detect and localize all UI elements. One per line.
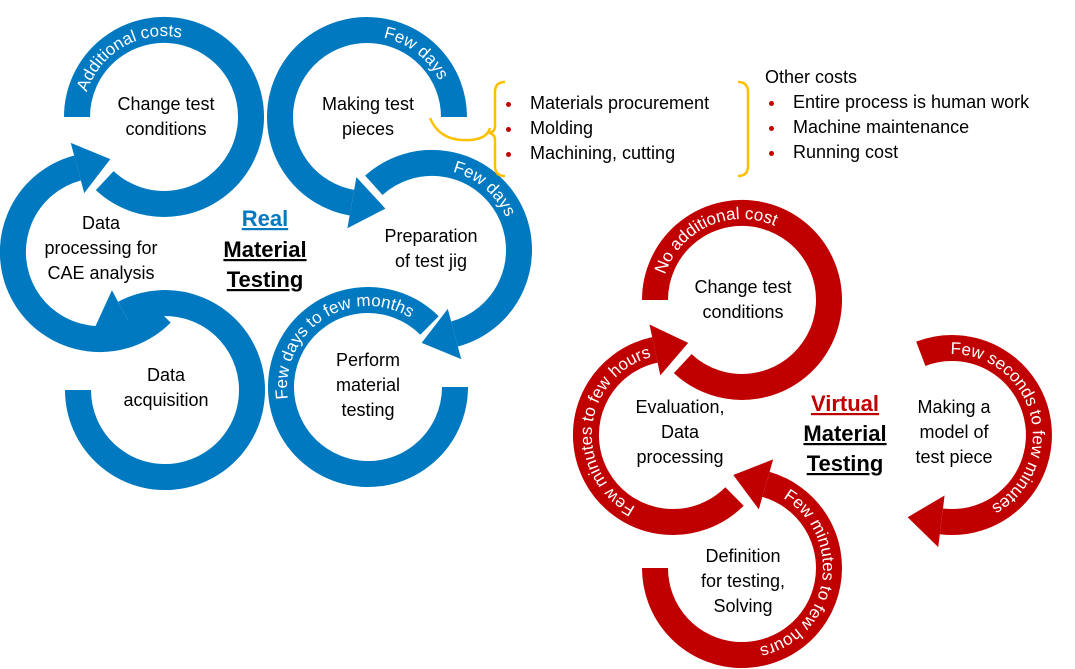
- step-label: Data: [82, 213, 121, 233]
- cycle-arc: [642, 199, 842, 400]
- step-label: Making test: [322, 94, 414, 114]
- list-item: Materials procurement: [502, 91, 709, 116]
- step-label: Data: [147, 365, 186, 385]
- step-label: CAE analysis: [47, 263, 154, 283]
- list-item-text: Machine maintenance: [793, 117, 970, 137]
- real-step-5: [0, 142, 171, 353]
- duration-label: Additional costs: [73, 21, 184, 94]
- arrowhead-icon: [649, 324, 689, 376]
- arrowhead-icon: [733, 459, 774, 510]
- cycle-arc: [267, 17, 467, 216]
- step-label: Making a: [917, 397, 991, 417]
- bullet-icon: [506, 152, 511, 157]
- step-label: conditions: [702, 302, 783, 322]
- step-label: Solving: [713, 596, 772, 616]
- cycle-arc: [268, 287, 468, 488]
- other-costs-title: Other costs: [765, 67, 858, 87]
- step-label: processing: [636, 447, 723, 467]
- bullet-icon: [769, 126, 774, 131]
- test-piece-steps-list: Materials procurement Molding Machining,…: [502, 91, 709, 166]
- step-label: conditions: [125, 119, 206, 139]
- duration-label: No additional cost: [651, 204, 781, 276]
- virtual-title-line: Virtual: [811, 391, 879, 416]
- step-label: Data: [661, 422, 700, 442]
- step-label: testing: [341, 400, 394, 420]
- step-label: Perform: [336, 350, 400, 370]
- duration-label: Few minutes to few hours: [577, 342, 653, 519]
- bullet-icon: [769, 101, 774, 106]
- step-label: pieces: [342, 119, 394, 139]
- step-label: acquisition: [123, 390, 208, 410]
- step-label: for testing,: [701, 571, 785, 591]
- step-label: Definition: [705, 546, 780, 566]
- bullet-icon: [506, 127, 511, 132]
- list-item: Running cost: [765, 140, 1029, 165]
- step-label: Evaluation,: [635, 397, 724, 417]
- cycle-arc: [64, 16, 264, 217]
- bullet-icon: [506, 102, 511, 107]
- arrowhead-icon: [347, 177, 386, 229]
- bullet-icon: [769, 151, 774, 156]
- list-item-text: Materials procurement: [530, 93, 710, 113]
- list-item: Entire process is human work: [765, 90, 1029, 115]
- virtual-title-line: Testing: [807, 451, 884, 476]
- arrowhead-icon: [421, 308, 462, 360]
- virtual-step-2: Few seconds to few minutes: [907, 335, 1052, 548]
- list-item: Machining, cutting: [502, 141, 709, 166]
- other-costs-list: Other costs Entire process is human work…: [765, 65, 1029, 165]
- step-label: Change test: [117, 94, 214, 114]
- step-label: test piece: [915, 447, 992, 467]
- real-title-line: Material: [223, 237, 306, 262]
- step-label: Preparation: [384, 226, 477, 246]
- step-label: processing for: [44, 238, 157, 258]
- cycle-arc: [642, 471, 842, 668]
- arrowhead-icon: [70, 142, 111, 194]
- step-label: Change test: [694, 277, 791, 297]
- list-item-text: Entire process is human work: [793, 92, 1030, 112]
- list-item-text: Molding: [530, 118, 594, 138]
- cycle-arc: [916, 335, 1052, 535]
- virtual-title-line: Material: [803, 421, 886, 446]
- step-label: model of: [919, 422, 989, 442]
- step-label: material: [336, 375, 400, 395]
- brace-connector: [428, 80, 750, 178]
- step-label: of test jig: [395, 251, 467, 271]
- list-item: Machine maintenance: [765, 115, 1029, 140]
- cycle-arc: [573, 337, 744, 535]
- list-item-text: Machining, cutting: [530, 143, 676, 163]
- arrowhead-icon: [907, 495, 945, 548]
- cycle-arc: [365, 149, 532, 347]
- real-title-line: Testing: [227, 267, 304, 292]
- virtual-step-1: Few minutes to few hours: [573, 324, 744, 535]
- cycle-arc: [0, 155, 171, 353]
- real-title-line: Real: [242, 206, 288, 231]
- list-item: Molding: [502, 116, 709, 141]
- cycle-arc: [65, 290, 265, 491]
- list-item-text: Running cost: [793, 142, 899, 162]
